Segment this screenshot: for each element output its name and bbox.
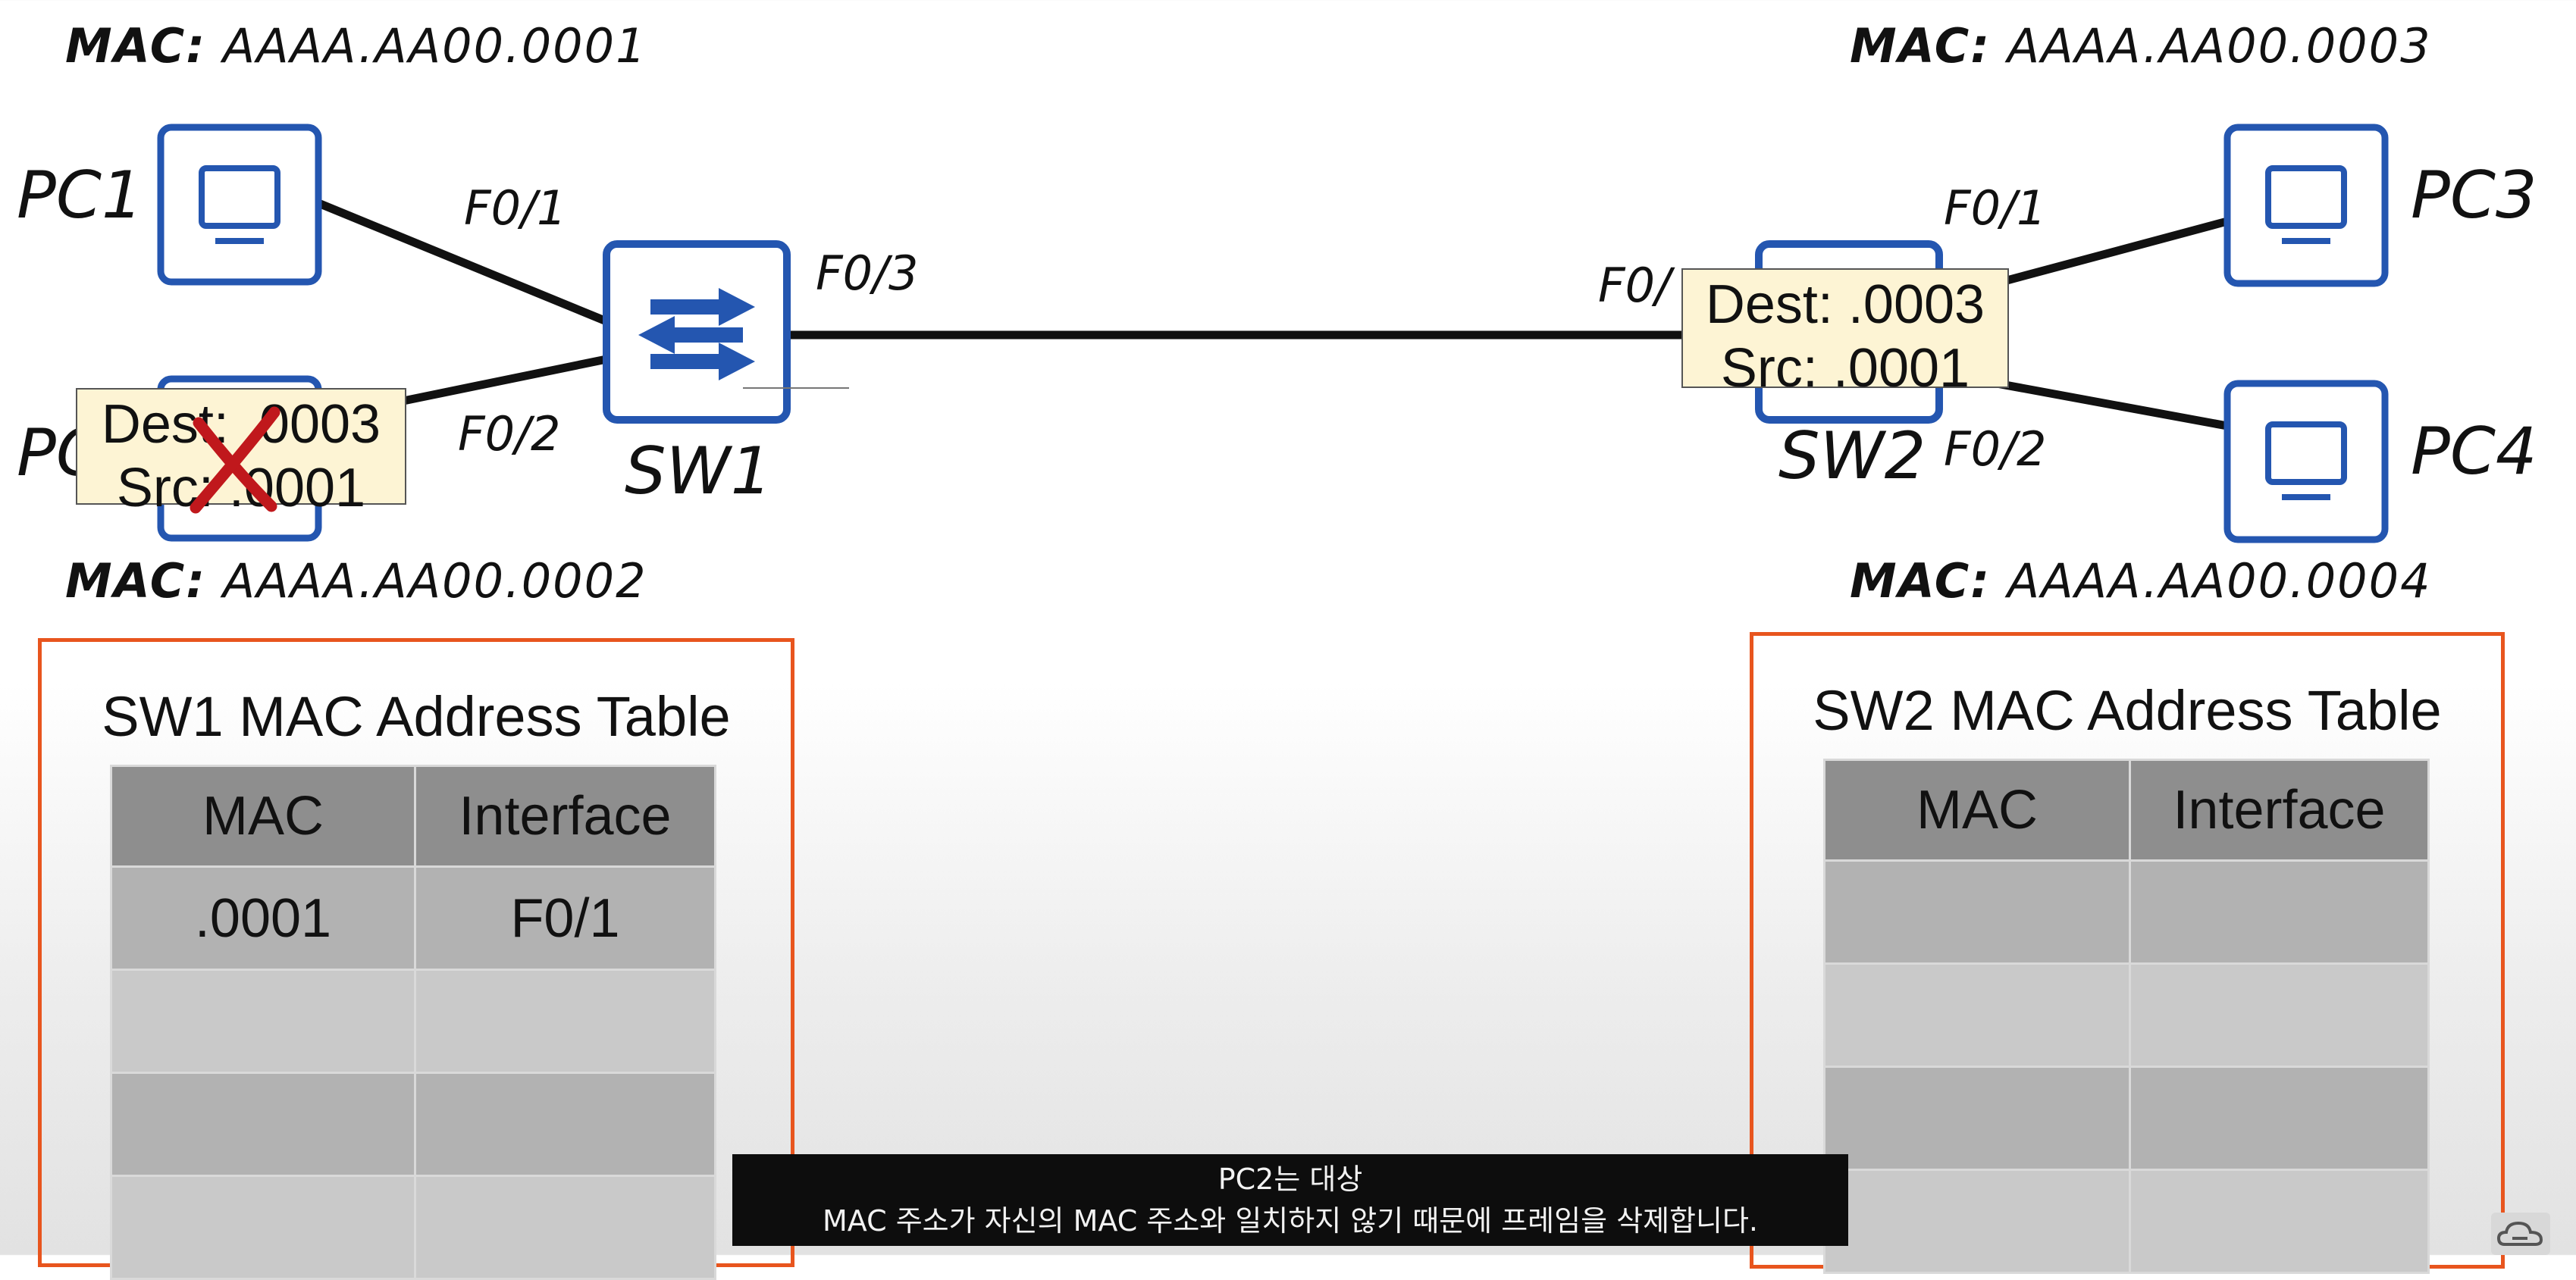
pc3-name: PC3 (2411, 158, 2537, 233)
sw2-port-f03-partial: F0/ (1598, 258, 1671, 313)
sw2-table-title: SW2 MAC Address Table (1813, 679, 2442, 742)
frame-dest: Dest: .0003 (1705, 274, 1985, 335)
switch-arrows-icon (638, 288, 755, 380)
channel-logo-icon[interactable] (2491, 1213, 2550, 1255)
link-pc1-sw1 (316, 199, 609, 326)
table-row (1823, 859, 2430, 965)
pc2-mac-label: MAC: AAAA.AA00.0002 (65, 553, 647, 609)
sw2-mac-table: MAC Interface (1823, 759, 2430, 1274)
sw1-port-f02: F0/2 (458, 406, 561, 462)
sw1-port-f01: F0/1 (464, 180, 567, 236)
pc4-device (2223, 380, 2389, 543)
sw1-device (603, 240, 849, 424)
header-interface: Interface (414, 765, 716, 868)
table-row (110, 1175, 716, 1280)
frame-src: Src: .0001 (1720, 338, 1970, 399)
subtitle-line-2: MAC 주소가 자신의 MAC 주소와 일치하지 않기 때문에 프레임을 삭제합… (822, 1204, 1758, 1238)
monitor-icon (2265, 421, 2347, 500)
monitor-icon (2265, 165, 2347, 244)
table-row (110, 1072, 716, 1177)
pc4-mac-label: MAC: AAAA.AA00.0004 (1850, 553, 2432, 609)
sw1-mac-table: MAC Interface .0001 F0/1 (110, 765, 716, 1280)
frame-at-sw2: Dest: .0003 Src: .0001 (1681, 268, 2009, 399)
pc1-name: PC1 (17, 158, 143, 233)
sw1-mac-table-panel: SW1 MAC Address Table MAC Interface .000… (38, 638, 794, 1280)
pc3-mac-label: MAC: AAAA.AA00.0003 (1850, 18, 2432, 74)
pc3-device (2223, 124, 2389, 287)
sw2-port-f01: F0/1 (1944, 180, 2047, 236)
table-row (110, 969, 716, 1074)
sw2-name: SW2 (1778, 418, 1926, 494)
table-row: .0001 F0/1 (110, 865, 716, 971)
table-row (1823, 1169, 2430, 1274)
header-interface: Interface (2129, 759, 2430, 862)
pc1-mac-label: MAC: AAAA.AA00.0001 (65, 18, 647, 74)
table-row (1823, 1066, 2430, 1171)
header-mac: MAC (1823, 759, 2131, 862)
sw2-mac-table-panel: SW2 MAC Address Table MAC Interface (1750, 632, 2505, 1274)
video-subtitle: PC2는 대상 MAC 주소가 자신의 MAC 주소와 일치하지 않기 때문에 … (732, 1154, 1848, 1246)
table-row (1823, 962, 2430, 1068)
header-mac: MAC (110, 765, 416, 868)
pc4-name: PC4 (2411, 414, 2537, 490)
sw1-name: SW1 (625, 433, 772, 509)
drop-x-icon (190, 406, 280, 514)
monitor-icon (199, 165, 280, 244)
frame-dest: Dest: .0003 (101, 394, 381, 455)
sw2-port-f02: F0/2 (1944, 421, 2047, 477)
subtitle-line-1: PC2는 대상 (1217, 1163, 1363, 1196)
pc1-device (157, 124, 322, 286)
sw1-table-title: SW1 MAC Address Table (102, 685, 731, 748)
sw1-port-f03: F0/3 (816, 246, 919, 301)
